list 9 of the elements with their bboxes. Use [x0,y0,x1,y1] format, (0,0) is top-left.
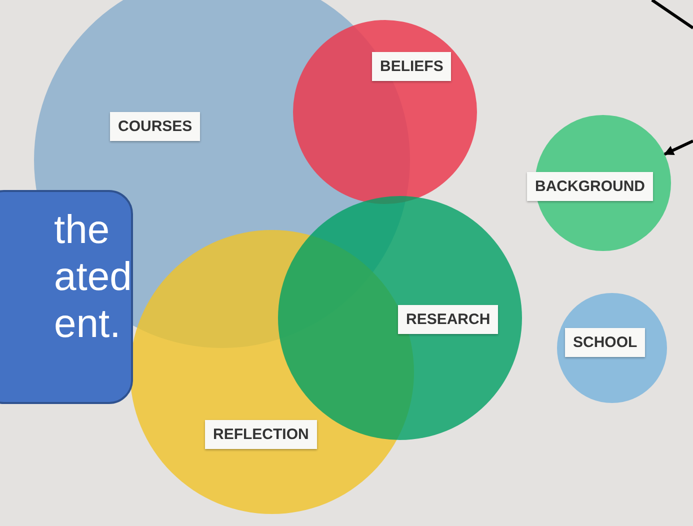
callout-box [0,190,133,404]
callout-text: the ated ent. [54,207,133,348]
paper-label: BELIEFS [372,52,452,81]
paper-label: SCHOOL [565,328,646,357]
paper-label: BACKGROUND [527,172,653,201]
paper-label: RESEARCH [398,305,498,334]
arrow [664,140,693,156]
paper-label: COURSES [110,112,200,141]
paper-label: REFLECTION [205,420,317,449]
